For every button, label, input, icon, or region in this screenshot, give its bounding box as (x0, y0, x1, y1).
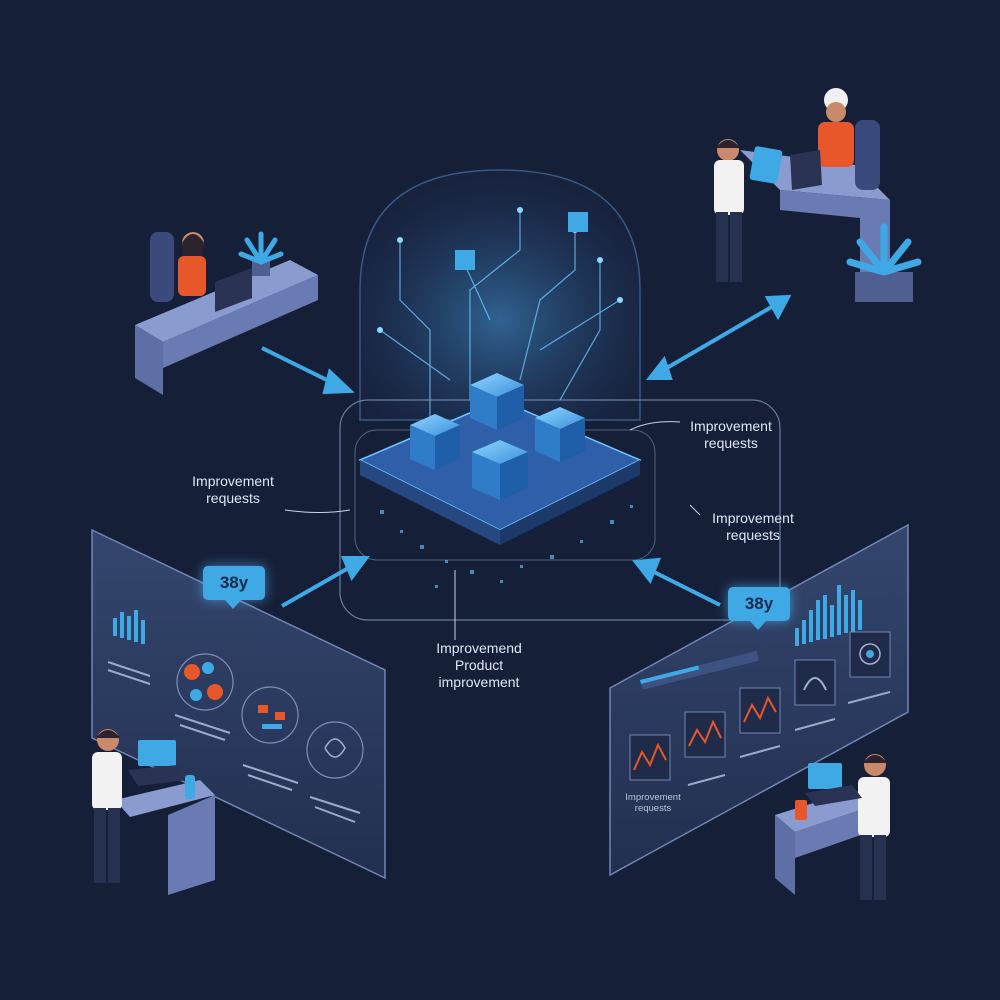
laptop-icon (128, 740, 188, 786)
worker-top-right (714, 88, 922, 302)
progress-track (640, 650, 759, 690)
label-improvement-requests-left: Improvement requests (192, 473, 274, 506)
target-icon (849, 631, 891, 678)
worker-bottom-left (92, 729, 215, 895)
plant-icon (238, 231, 284, 276)
worker-top-left (135, 231, 318, 395)
central-platform-side (500, 460, 640, 545)
arrow-icon (632, 557, 721, 607)
frame-outer (339, 399, 781, 621)
label-improvement-requests-right: Improvement requests (712, 510, 794, 543)
bar-chart-icon (795, 585, 862, 646)
label-product-improvement: Improvemend Product improvement (436, 640, 522, 690)
network-graph-icon (176, 653, 234, 711)
progress-fill (640, 665, 700, 684)
headset-icon (794, 659, 836, 706)
line-chart-icon (739, 687, 781, 734)
server-cube-icon (470, 373, 524, 430)
arrow-icon (261, 346, 355, 395)
laptop-icon (805, 763, 862, 806)
plant-icon (846, 223, 922, 302)
laptop-icon (790, 150, 822, 190)
arrow-icon (281, 556, 370, 608)
line-chart-icon (629, 734, 671, 781)
server-cube-icon (472, 440, 528, 500)
dashboard-panel-right (609, 523, 909, 877)
bar-chart-icon (113, 610, 145, 644)
label-improvement-requests-top-right: Improvement requests (690, 418, 772, 451)
dashboard-panel-left (91, 528, 386, 880)
touch-icon (306, 721, 364, 779)
water-bottle-icon (185, 775, 195, 799)
process-icon (241, 686, 299, 744)
arrow-icon (645, 294, 792, 380)
leader-line-top-right (629, 421, 681, 431)
badge-right: 38y (728, 587, 790, 630)
circuit-traces (379, 210, 621, 420)
laptop-icon (215, 268, 252, 312)
server-cube-icon (535, 407, 585, 462)
floating-cube-icon (455, 250, 475, 270)
data-pixels (380, 505, 633, 588)
badge-left: 38y (203, 566, 265, 609)
tablet-icon (749, 146, 783, 184)
server-cube-icon (410, 414, 460, 470)
line-chart-icon (684, 711, 726, 758)
panel-right-label: Improvement requests (625, 792, 681, 814)
central-platform-side (360, 460, 500, 545)
cup-icon (795, 800, 807, 820)
leader-line-right (689, 504, 701, 516)
worker-bottom-right (775, 754, 890, 900)
floating-cube-icon (568, 212, 588, 232)
leader-line-left (284, 509, 351, 513)
